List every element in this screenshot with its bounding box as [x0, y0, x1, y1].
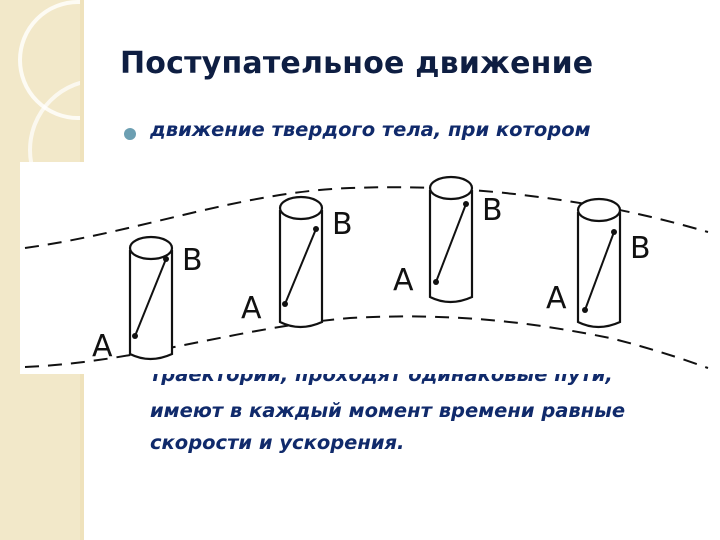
point-label-b-4: B	[630, 231, 651, 266]
point-label-a-3: A	[393, 263, 414, 298]
definition-line-3: имеют в каждый момент времени равные	[150, 399, 626, 422]
ornament-arc-1	[18, 0, 80, 120]
rigid-body-4	[576, 197, 622, 329]
point-label-a-4: A	[546, 281, 567, 316]
definition-line-4: скорости и ускорения.	[150, 431, 405, 454]
point-label-b-1: B	[182, 243, 203, 278]
ornament-arc-2	[28, 80, 80, 220]
rigid-body-2	[278, 195, 324, 329]
point-label-b-2: B	[332, 207, 353, 242]
trajectory-lower	[24, 315, 709, 369]
point-label-a-1: A	[92, 329, 113, 364]
point-label-b-3: B	[482, 193, 503, 228]
translational-motion-figure: A B A B A B A B	[20, 162, 710, 374]
bullet-dot	[124, 128, 136, 140]
rigid-body-1	[128, 235, 174, 361]
sidebar-ornament	[18, 0, 80, 220]
slide-title: Поступательное движение	[120, 46, 594, 81]
point-label-a-2: A	[241, 291, 262, 326]
rigid-body-3	[428, 175, 474, 304]
definition-line-1: движение твердого тела, при котором	[150, 118, 591, 141]
trajectory-upper	[24, 186, 709, 249]
motion-diagram: A B A B A B A B	[24, 175, 709, 369]
